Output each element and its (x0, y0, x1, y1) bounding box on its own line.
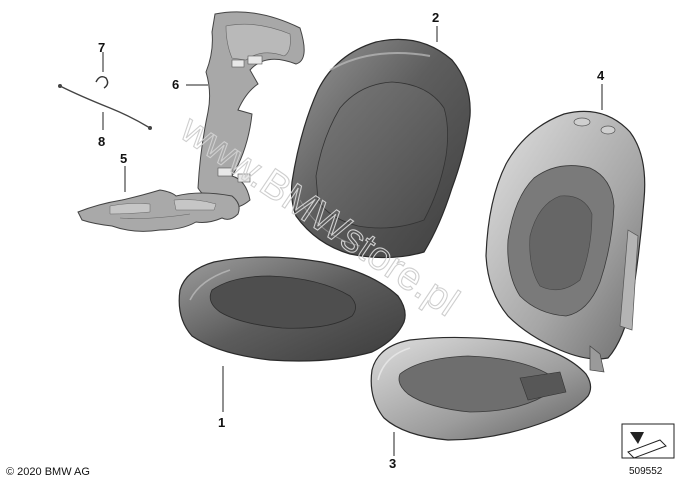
arrow-icon (630, 432, 644, 444)
part-6-backrest-pad (197, 11, 305, 209)
part-7-clip (95, 75, 109, 89)
part-8-wire (58, 84, 152, 130)
callout-labels: 2 4 6 7 8 5 1 3 (98, 10, 605, 471)
callout-3: 3 (389, 456, 396, 471)
part-4-backrest-frame (485, 110, 646, 373)
callout-8: 8 (98, 134, 105, 149)
leader-lines (102, 26, 603, 456)
callout-6: 6 (172, 77, 179, 92)
part-2-backrest-cover (290, 38, 471, 259)
part-5-seat-pad (77, 189, 240, 232)
document-number: 509552 (629, 466, 663, 477)
callout-5: 5 (120, 151, 127, 166)
part-1-seat-cover (178, 256, 406, 362)
callout-1: 1 (218, 415, 225, 430)
copyright-text: © 2020 BMW AG (6, 466, 90, 478)
callout-4: 4 (597, 68, 605, 83)
callout-2: 2 (432, 10, 439, 25)
direction-symbol (621, 423, 675, 459)
callout-7: 7 (98, 40, 105, 55)
part-3-seat-frame (370, 336, 592, 441)
